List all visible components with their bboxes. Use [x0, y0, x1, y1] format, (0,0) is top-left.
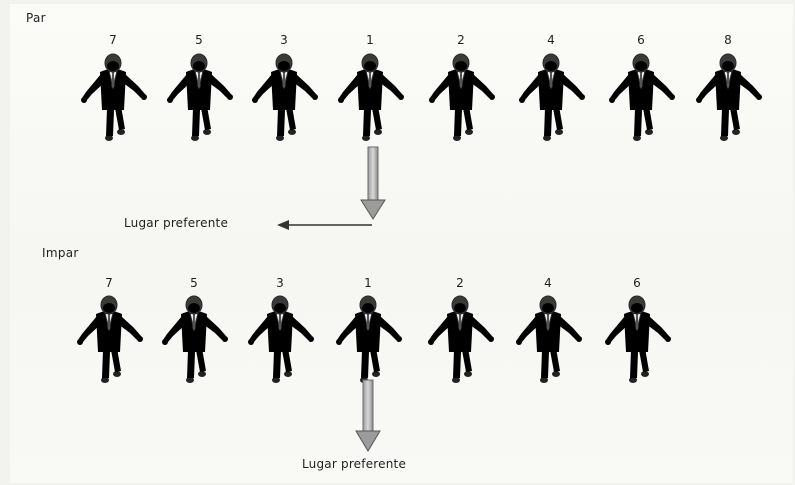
even-left-arrow [277, 220, 372, 230]
even-down-arrow [361, 147, 385, 219]
odd-down-arrow [356, 380, 380, 451]
